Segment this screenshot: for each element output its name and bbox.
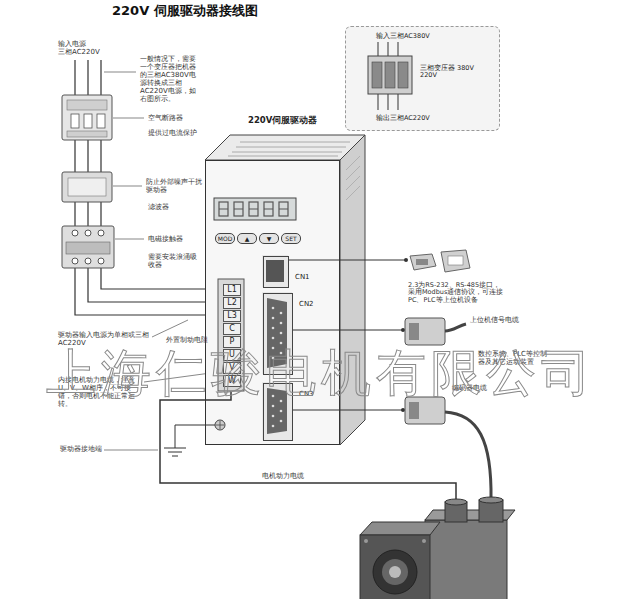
transformer-inset-text: 三相变压器 380V 220V — [420, 65, 474, 80]
panel-button: ▼ — [259, 233, 279, 244]
power-input-note: 输入电源 三相AC220V — [58, 40, 110, 56]
device-note: 提供过电流保护 — [148, 129, 197, 137]
panel-button: SET — [281, 233, 301, 244]
panel-button-text: MOD — [218, 235, 233, 242]
transformer-note: 一般情况下，需要一个变压器把机器的三相AC380V电源转换成三相AC220V电源… — [140, 55, 202, 103]
transformer-inset-text: 输入三相AC380V — [376, 33, 430, 40]
connector-port: CN1 — [263, 256, 289, 288]
watermark: 上海仁骏电机有限公司 — [46, 345, 596, 403]
device-name: 电磁接触器 — [148, 235, 183, 243]
cable-name: 上位机信号电缆 — [470, 316, 519, 324]
connector-port-text: CN2 — [299, 300, 314, 308]
terminal-text: L2 — [227, 298, 237, 307]
panel-button-text: SET — [285, 235, 296, 242]
transformer-inset: 输入三相AC380V 三相变压器 380V 220V 输出三相AC220V — [345, 26, 500, 131]
device-name: 空气断路器 — [148, 114, 183, 122]
terminal-note: 驱动器接地端 — [60, 445, 102, 453]
panel-button: ▲ — [237, 233, 257, 244]
cable-name: 电机动力电缆 — [262, 472, 304, 480]
panel-button-text: ▲ — [245, 235, 250, 242]
panel-button-text: ▼ — [267, 235, 272, 242]
terminal-text: L3 — [227, 311, 237, 320]
terminal: L1 — [223, 284, 241, 296]
device-note: 需要安装浪涌吸收器 — [148, 253, 200, 269]
port-note: 2.3为RS-232、RS-485接口，采用Modbus通信协议，可连接PC、P… — [408, 282, 506, 304]
servo-drive: 220V伺服驱动器MOD▲▼SETL1L2L3CPUVWCN1CN2CN3 — [205, 160, 340, 445]
terminal-note: 外置制动电阻 — [166, 336, 208, 344]
terminal-text: C — [229, 324, 235, 333]
terminal: L3 — [223, 310, 241, 322]
connector-port-text: CN1 — [295, 273, 310, 281]
terminal: C — [223, 323, 241, 335]
device-note: 防止外部噪声干扰驱动器 — [146, 178, 204, 194]
diagram-title: 220V 伺服驱动器接线图 — [112, 4, 258, 19]
device-name: 滤波器 — [148, 203, 169, 211]
servo-drive-text: 220V伺服驱动器 — [248, 116, 317, 126]
terminal: L2 — [223, 297, 241, 309]
panel-button: MOD — [215, 233, 235, 244]
transformer-inset-text: 输出三相AC220V — [376, 115, 430, 122]
terminal-text: L1 — [227, 285, 237, 294]
